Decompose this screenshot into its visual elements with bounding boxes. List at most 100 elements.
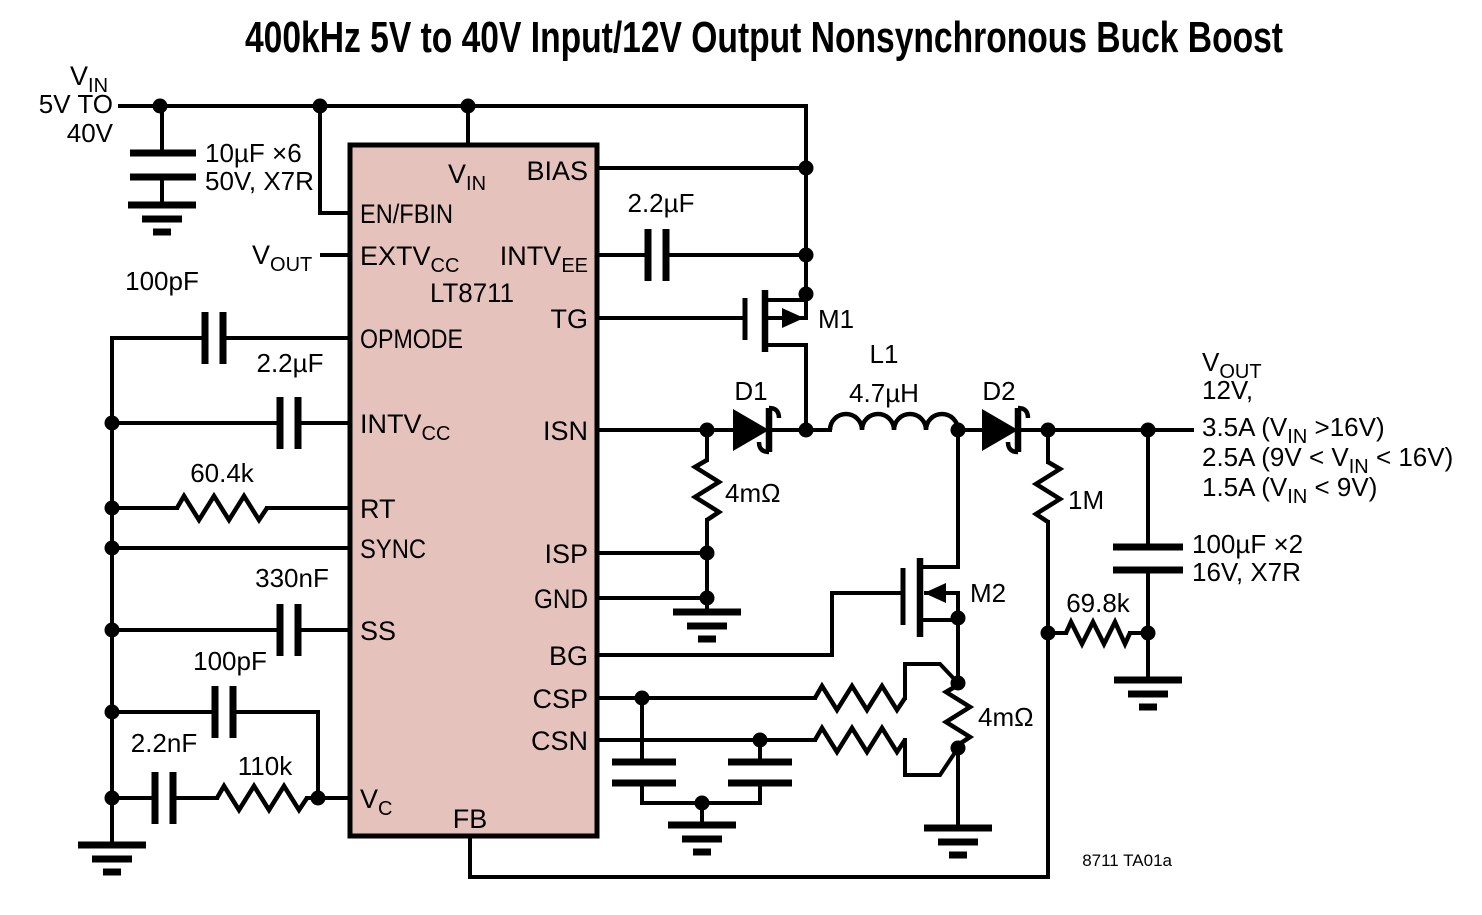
en-fbin-wire bbox=[318, 104, 352, 215]
input-sense-value: 4mΩ bbox=[725, 478, 781, 508]
vout-current2: 2.5A (9V < VIN < 16V) bbox=[1202, 442, 1453, 478]
left-network: VOUT 100pF 2.2µF 60 bbox=[78, 240, 352, 872]
pin-label-intvcc: INTVCC bbox=[360, 409, 450, 445]
ic-lt8711: VIN BIAS EN/FBIN EXTVCC INTVEE LT8711 TG… bbox=[347, 142, 600, 839]
input-section: VIN 5V TO 40V 10µF ×6 50V, X7R bbox=[39, 61, 808, 320]
fb-top-resistor-icon bbox=[1031, 428, 1065, 635]
vc-network bbox=[110, 686, 352, 824]
ground-icon bbox=[673, 612, 741, 639]
ground-icon bbox=[668, 825, 736, 852]
pin-label-isp: ISP bbox=[544, 539, 588, 569]
ic-part-number: LT8711 bbox=[430, 278, 514, 308]
pin-label-en-fbin: EN/FBIN bbox=[360, 199, 453, 229]
ss-cap-value: 330nF bbox=[255, 563, 329, 593]
ground-icon bbox=[924, 828, 992, 855]
pin-label-csp: CSP bbox=[532, 684, 588, 714]
intvee-cap-value: 2.2µF bbox=[627, 188, 694, 218]
fb-top-resistor-value: 1M bbox=[1068, 485, 1104, 515]
ss-capacitor-icon bbox=[110, 604, 352, 656]
vout-current1: 3.5A (VIN >16V) bbox=[1202, 412, 1385, 448]
vout-label: VOUT bbox=[1202, 347, 1262, 383]
vout-current3: 1.5A (VIN < 9V) bbox=[1202, 472, 1377, 508]
rt-resistor-value: 60.4k bbox=[190, 458, 255, 488]
m2-section: M2 4mΩ bbox=[595, 428, 1034, 855]
output-capacitor-icon bbox=[1113, 428, 1183, 707]
d1-label: D1 bbox=[734, 376, 767, 406]
output-spec-block: VOUT 12V, 3.5A (VIN >16V) 2.5A (9V < VIN… bbox=[1202, 347, 1453, 508]
csp-kelvin-path bbox=[595, 662, 961, 715]
figure-reference: 8711 TA01a bbox=[1082, 851, 1172, 870]
output-sense-resistor-icon bbox=[924, 616, 992, 855]
m2-label: M2 bbox=[970, 578, 1006, 608]
vin-source-label: VIN bbox=[70, 61, 108, 97]
vin-range-line1: 5V TO bbox=[39, 89, 113, 119]
pin-label-bg: BG bbox=[549, 641, 588, 671]
pin-label-csn: CSN bbox=[531, 726, 588, 756]
ic-body bbox=[347, 142, 600, 839]
input-cap-rating: 50V, X7R bbox=[205, 166, 314, 196]
pin-label-gnd: GND bbox=[534, 584, 588, 614]
junction-dot bbox=[310, 790, 326, 806]
power-path: 4mΩ D1 L1 4.7µH D2 bbox=[595, 339, 1194, 639]
opmode-cap-value: 100pF bbox=[125, 266, 199, 296]
cs-filter-caps bbox=[612, 696, 792, 852]
inductor-l1-icon bbox=[827, 411, 961, 431]
diode-d1-icon bbox=[733, 405, 832, 455]
ground-icon bbox=[1114, 680, 1182, 707]
vc-resistor-value: 110k bbox=[238, 751, 293, 781]
schematic-title: 400kHz 5V to 40V Input/12V Output Nonsyn… bbox=[245, 13, 1283, 62]
l1-ref-label: L1 bbox=[870, 339, 899, 369]
left-rail-wire bbox=[110, 336, 207, 847]
pin-label-sync: SYNC bbox=[360, 534, 426, 564]
junction-dot bbox=[798, 286, 814, 302]
intvee-capacitor-icon bbox=[595, 229, 808, 281]
pin-label-fb: FB bbox=[453, 804, 488, 834]
vc-hf-wire-right bbox=[231, 710, 320, 800]
fb-bottom-resistor-icon bbox=[1040, 616, 1156, 650]
d2-label: D2 bbox=[982, 376, 1015, 406]
bias-intvee-m1-section: 2.2µF M1 bbox=[595, 160, 854, 432]
pin-label-rt: RT bbox=[360, 494, 396, 524]
bg-wire bbox=[595, 591, 905, 657]
vc-cap-value: 2.2nF bbox=[131, 728, 198, 758]
input-cap-value: 10µF ×6 bbox=[205, 138, 302, 168]
input-capacitor-icon bbox=[128, 104, 196, 232]
pin-label-vin: VIN bbox=[448, 159, 486, 195]
junction-dot bbox=[798, 247, 814, 263]
feedback-network: 1M 69.8k 100µF ×2 16V, X7R bbox=[468, 428, 1303, 879]
pin-label-isn: ISN bbox=[543, 416, 588, 446]
pin-label-tg: TG bbox=[551, 304, 589, 334]
output-cap-rating: 16V, X7R bbox=[1192, 557, 1301, 587]
vin-rail-wire bbox=[118, 104, 808, 320]
vin-range-line2: 40V bbox=[67, 118, 114, 148]
opmode-capacitor-icon bbox=[201, 312, 352, 364]
pin-label-vc: VC bbox=[360, 784, 392, 820]
ground-icon bbox=[128, 205, 196, 232]
junction-dot bbox=[798, 422, 814, 438]
output-sense-value: 4mΩ bbox=[978, 702, 1034, 732]
pin-label-extvcc: EXTVCC bbox=[360, 241, 459, 277]
vc-hf-cap-value: 100pF bbox=[193, 646, 267, 676]
fb-bottom-resistor-value: 69.8k bbox=[1066, 588, 1131, 618]
junction-dot bbox=[798, 160, 814, 176]
diode-d2-icon bbox=[956, 405, 1194, 455]
fb-return-wire bbox=[468, 631, 1050, 879]
pin-label-opmode: OPMODE bbox=[360, 324, 463, 354]
pin-label-bias: BIAS bbox=[526, 156, 588, 186]
output-cap-value: 100µF ×2 bbox=[1192, 529, 1303, 559]
mosfet-m1-icon bbox=[595, 290, 808, 432]
ground-icon bbox=[78, 845, 146, 872]
pin-label-ss: SS bbox=[360, 616, 396, 646]
extvcc-vout-label: VOUT bbox=[252, 240, 312, 276]
m1-label: M1 bbox=[818, 304, 854, 334]
rt-resistor-icon bbox=[110, 491, 352, 525]
intvcc-capacitor-icon bbox=[110, 397, 352, 449]
pin-label-intvee: INTVEE bbox=[500, 241, 588, 277]
vc-resistor-icon bbox=[215, 781, 309, 815]
vout-voltage: 12V, bbox=[1202, 375, 1253, 405]
input-sense-resistor-icon bbox=[673, 428, 741, 639]
intvcc-cap-value: 2.2µF bbox=[256, 348, 323, 378]
csn-kelvin-path bbox=[595, 723, 961, 777]
